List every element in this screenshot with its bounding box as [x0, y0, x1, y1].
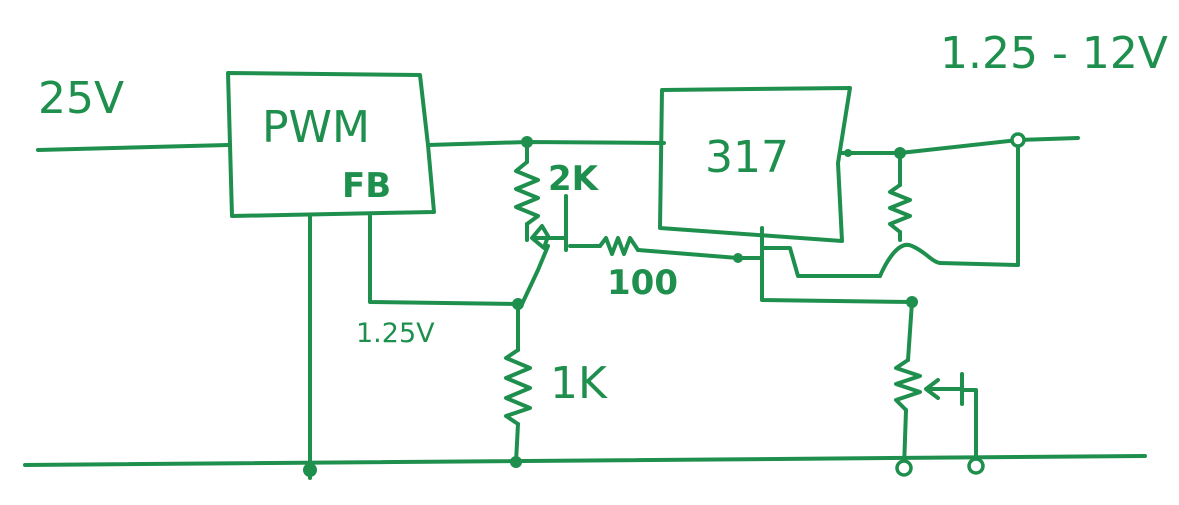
pwm-out-wire — [426, 140, 666, 147]
junction-adj-node — [906, 296, 918, 308]
pot-wiper-return-wire — [960, 388, 978, 468]
resistor-100 — [598, 236, 640, 256]
adj-cross-wire — [760, 246, 882, 278]
crossover-hop — [878, 242, 942, 278]
resistor-100-label: 100 — [607, 263, 678, 303]
pwm-controller-block — [226, 71, 436, 218]
resistor-1k-label: 1K — [550, 358, 608, 409]
regulator-label: 317 — [705, 132, 789, 183]
input-wire — [36, 143, 230, 152]
adj-wire — [760, 226, 914, 304]
pwm-label: PWM — [262, 102, 370, 153]
terminal-ground-right — [967, 457, 985, 475]
output-rail — [840, 136, 1080, 155]
resistor-2k — [514, 160, 540, 226]
wiper-to-node-wire — [520, 244, 550, 306]
junction-fb-node — [512, 298, 524, 310]
junction-regulator-out — [844, 149, 852, 157]
potentiometer-adjust — [894, 358, 964, 412]
adj-node-to-pot-wire — [906, 300, 914, 362]
lower-resistor-bottom-wire — [514, 422, 520, 464]
ground-rail — [23, 454, 1147, 467]
junction-pwm-ground — [303, 463, 317, 477]
pot-wiper-arrow — [530, 194, 568, 252]
output-sense-loop — [938, 138, 1020, 267]
fb-label: FB — [342, 166, 391, 206]
resistor-output-divider — [888, 183, 912, 234]
terminal-ground-left — [895, 459, 913, 477]
resistor-1k — [504, 348, 532, 426]
junction-output — [894, 147, 906, 159]
output-range-label: 1.25 - 12V — [940, 28, 1168, 79]
resistor-2k-label: 2K — [548, 159, 600, 199]
junction-1k-ground — [510, 456, 522, 468]
lm317-regulator-block — [658, 86, 852, 243]
feedback-voltage-label: 1.25V — [356, 318, 435, 349]
input-voltage-label: 25V — [38, 73, 124, 124]
pot-bottom-wire — [902, 408, 908, 470]
junction-100-adj — [733, 253, 743, 263]
fb-wire — [368, 214, 522, 306]
resistor-100-lead-right — [636, 248, 740, 260]
terminal-output — [1010, 132, 1026, 148]
junction-pwm-out — [521, 136, 533, 148]
